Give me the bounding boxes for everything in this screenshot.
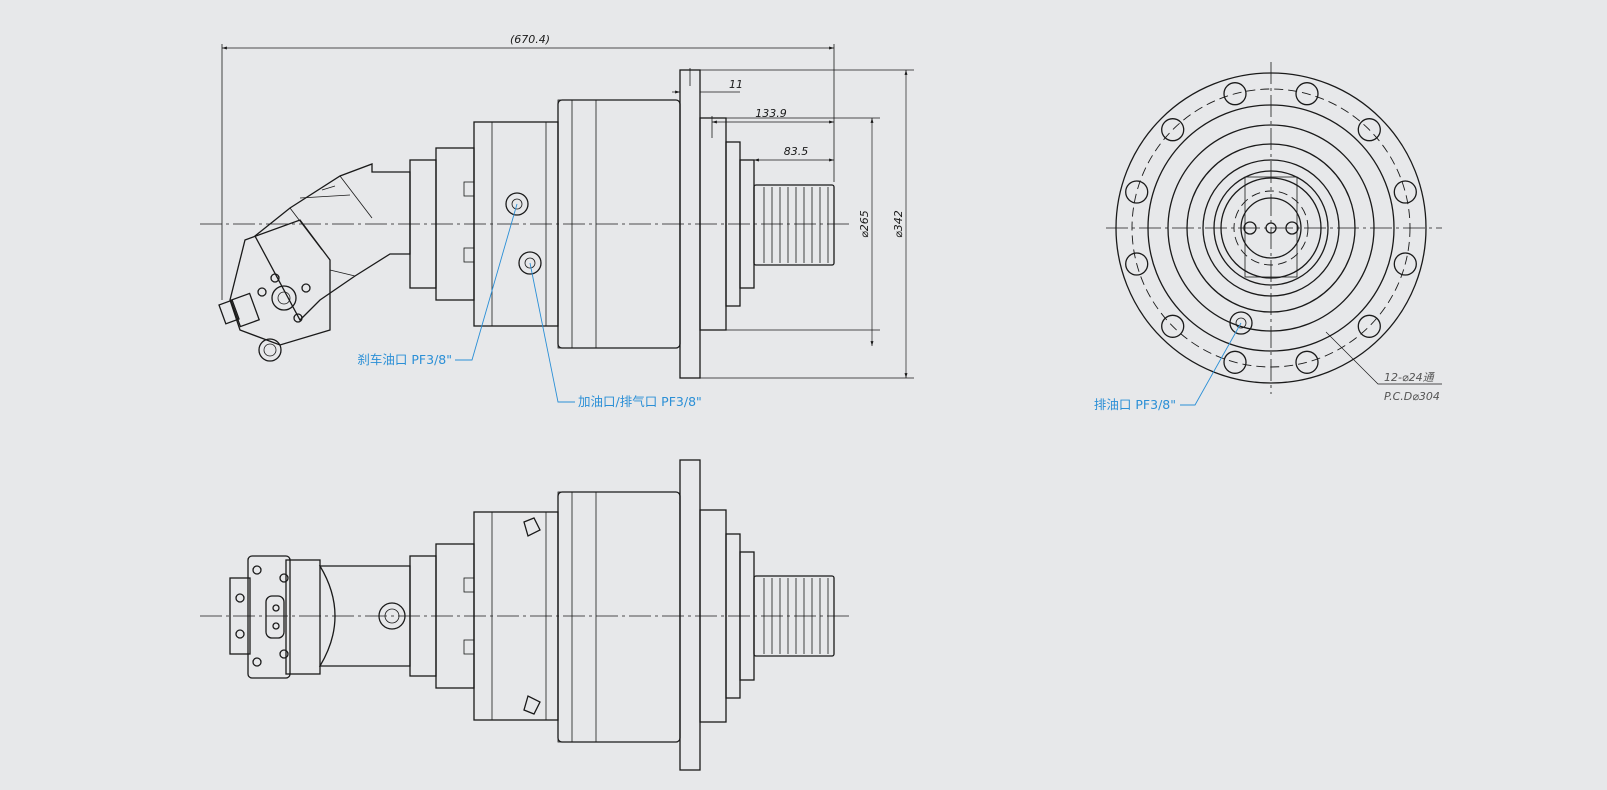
bolt-hole [1295, 82, 1319, 106]
bolt-hole [1125, 180, 1149, 204]
drain-port-leader [1180, 322, 1242, 406]
brake-port-leader [455, 203, 518, 361]
dim-shaft-length: 83.5 [784, 145, 809, 158]
top-view [200, 459, 850, 771]
drain-port-circle [1229, 311, 1253, 335]
fill-port-label: 加油口/排气口 PF3/8" [578, 394, 702, 409]
bolt-hole [1223, 350, 1247, 374]
hole-count-label: 12-⌀24通 [1384, 371, 1436, 384]
drain-port-label: 排油口 PF3/8" [1094, 397, 1176, 412]
bolt-hole [1357, 118, 1381, 142]
hole-callout-leader [1325, 331, 1442, 385]
bolt-hole [1393, 252, 1417, 276]
bolt-hole [1161, 314, 1185, 338]
motor-body [318, 565, 411, 667]
brake-port-circle [505, 192, 529, 216]
brake-port-label: 刹车油口 PF3/8" [357, 352, 452, 367]
dim-flange-to-shaft-end: 133.9 [755, 107, 787, 120]
bolt-holes [1125, 82, 1417, 374]
bolt-hole [1125, 252, 1149, 276]
hole-pcd-label: P.C.D⌀304 [1384, 390, 1440, 403]
end-view: 排油口 PF3/8" 12-⌀24通 P.C.D⌀304 [1094, 62, 1442, 412]
fill-port-circle [518, 251, 542, 275]
motor-end-block [229, 555, 321, 679]
dim-pilot-diameter: ⌀265 [858, 210, 871, 238]
bolt-hole [1357, 314, 1381, 338]
bolt-hole [1223, 82, 1247, 106]
dim-overall-length: (670.4) [510, 33, 550, 46]
bolt-hole [1393, 180, 1417, 204]
hydraulic-motor [218, 163, 411, 362]
side-view: (670.4) 11 133.9 83.5 ⌀265 ⌀342 刹车油口 PF3… [200, 33, 914, 409]
flange-outline [1115, 72, 1427, 384]
dim-flange-diameter: ⌀342 [892, 210, 905, 238]
bolt-hole [1161, 118, 1185, 142]
bolt-circle [1131, 88, 1411, 368]
output-shaft [753, 184, 835, 266]
dim-flange-thickness: 11 [729, 78, 743, 91]
fill-port-leader [529, 262, 575, 403]
bolt-hole [1295, 350, 1319, 374]
